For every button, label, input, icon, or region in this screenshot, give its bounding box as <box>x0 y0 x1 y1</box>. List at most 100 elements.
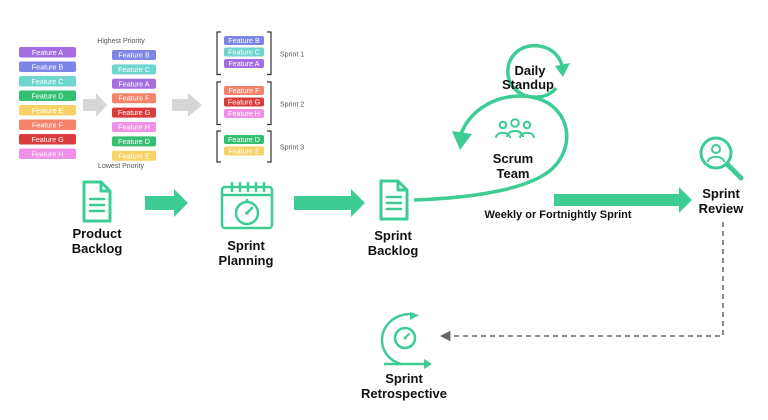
feature-pill-bg <box>224 36 264 45</box>
sprint-backlog-label-line2: Backlog <box>368 243 419 258</box>
feature-pill-bg <box>19 148 76 159</box>
feature-pill: Feature A <box>112 78 156 89</box>
feature-pill-bg <box>224 146 264 156</box>
daily-standup-loop-arrowhead <box>555 63 570 77</box>
sprint-planning-label-line1: Sprint <box>227 238 265 253</box>
feature-pill: Feature C <box>19 76 76 87</box>
feature-pill-bg <box>112 50 156 60</box>
feature-pill-label: Feature C <box>32 77 64 86</box>
sprint-planning-calendar-icon <box>220 181 274 230</box>
feature-pill-bg <box>19 47 76 58</box>
green-arrow-to-review <box>554 187 692 213</box>
sprint-label: Sprint 2 <box>280 101 304 108</box>
feature-pill-bg <box>224 109 264 118</box>
feature-pill-bg <box>19 90 76 101</box>
highest-priority-label: Highest Priority <box>97 38 145 45</box>
feature-pill-label: Feature C <box>118 65 150 74</box>
green-arrow-to-planning <box>145 189 188 217</box>
feature-pill-label: Feature B <box>228 36 260 45</box>
sprint-cycle-loop-arrowhead <box>452 131 472 150</box>
feature-pill: Feature B <box>224 36 264 45</box>
feature-pill-label: Feature F <box>228 86 260 95</box>
sprint-retrospective-label-line2: Retrospective <box>361 386 447 401</box>
feature-pill-bg <box>112 107 156 118</box>
feature-pill: Feature E <box>112 150 156 161</box>
sprint-group-3: Feature D Feature E Sprint 3 <box>216 130 304 163</box>
sprint-bracket-right <box>267 81 272 126</box>
sprint-review-magnifier-icon <box>699 136 744 181</box>
feature-pill-label: Feature D <box>32 91 64 100</box>
feature-pill: Feature D <box>19 90 76 101</box>
feature-pill-label: Feature A <box>118 79 149 88</box>
feature-pill-label: Feature B <box>32 62 64 71</box>
sprint-planning-label-line2: Planning <box>219 253 274 268</box>
feature-pill-bg <box>19 134 76 145</box>
feature-pill: Feature D <box>112 136 156 147</box>
sprint-group-2: Feature F Feature G Feature H Sprint 2 <box>216 81 304 126</box>
sprint-backlog-label-line1: Sprint <box>374 228 412 243</box>
feature-pill: Feature A <box>224 59 264 68</box>
sprint-review-label-line2: Review <box>699 201 745 216</box>
feature-pill-label: Feature B <box>118 51 150 60</box>
feature-pill-label: Feature C <box>228 48 260 57</box>
sprint-bracket-left <box>216 130 221 163</box>
lowest-priority-label: Lowest Priority <box>98 163 144 170</box>
feature-pill-bg <box>224 47 264 57</box>
gray-arrow-to-priority <box>83 93 107 117</box>
feature-pill: Feature D <box>224 135 264 144</box>
feature-pill-bg <box>224 97 264 107</box>
sprint-bracket-right <box>267 31 272 76</box>
feature-pill: Feature H <box>224 109 264 118</box>
feature-pill-bg <box>19 76 76 87</box>
feature-pill-label: Feature G <box>228 98 261 107</box>
feature-pill-bg <box>112 78 156 89</box>
scrum-team-label-line1: Scrum <box>493 151 533 166</box>
sprint-label: Sprint 3 <box>280 145 304 152</box>
feature-pill: Feature H <box>19 148 76 159</box>
feature-pill-bg <box>112 150 156 161</box>
feature-pill: Feature G <box>224 97 264 107</box>
feature-pill-bg <box>19 119 76 130</box>
feature-pill-label: Feature H <box>228 109 260 118</box>
scrum-team-label-line2: Team <box>497 166 530 181</box>
product-backlog-document-icon <box>82 180 112 223</box>
sprint-bracket-right <box>267 130 272 163</box>
feature-pill-bg <box>224 59 264 68</box>
dashed-arrow-to-retrospective <box>439 222 724 342</box>
sprint-retrospective-label-line1: Sprint <box>385 371 423 386</box>
daily-standup-label-line2: Standup <box>502 77 554 92</box>
feature-pill-bg <box>112 136 156 147</box>
feature-pill: Feature F <box>224 86 264 95</box>
feature-pill-label: Feature H <box>118 123 150 132</box>
feature-pill-label: Feature H <box>32 149 64 158</box>
product-backlog-label-line1: Product <box>72 226 122 241</box>
feature-pill-label: Feature E <box>118 151 150 160</box>
feature-pill-label: Feature G <box>31 135 64 144</box>
sprint-retrospective-cycle-icon <box>380 312 432 369</box>
feature-pill-bg <box>112 64 156 75</box>
green-arrow-to-sprint-backlog <box>294 189 365 217</box>
feature-pill: Feature A <box>19 47 76 58</box>
feature-pill-label: Feature A <box>228 59 259 68</box>
feature-pill: Feature B <box>112 50 156 60</box>
sprint-review-label-line1: Sprint <box>702 186 740 201</box>
sprint-bracket-left <box>216 31 221 76</box>
feature-pill-label: Feature D <box>228 135 260 144</box>
feature-pill-label: Feature G <box>118 108 151 117</box>
feature-pill-bg <box>112 93 156 104</box>
product-backlog-feature-list: Feature A Feature B Feature C Feature D Feat… <box>19 47 76 159</box>
feature-pill-bg <box>19 61 76 72</box>
feature-pill: Feature C <box>224 47 264 57</box>
feature-pill: Feature E <box>224 146 264 156</box>
feature-pill: Feature F <box>19 119 76 130</box>
sprint-bracket-left <box>216 81 221 126</box>
feature-pill-bg <box>112 122 156 132</box>
product-backlog-label-line2: Backlog <box>72 241 123 256</box>
feature-pill: Feature F <box>112 93 156 104</box>
feature-pill-label: Feature E <box>32 106 64 115</box>
sprint-cycle-label: Weekly or Fortnightly Sprint <box>484 209 631 221</box>
